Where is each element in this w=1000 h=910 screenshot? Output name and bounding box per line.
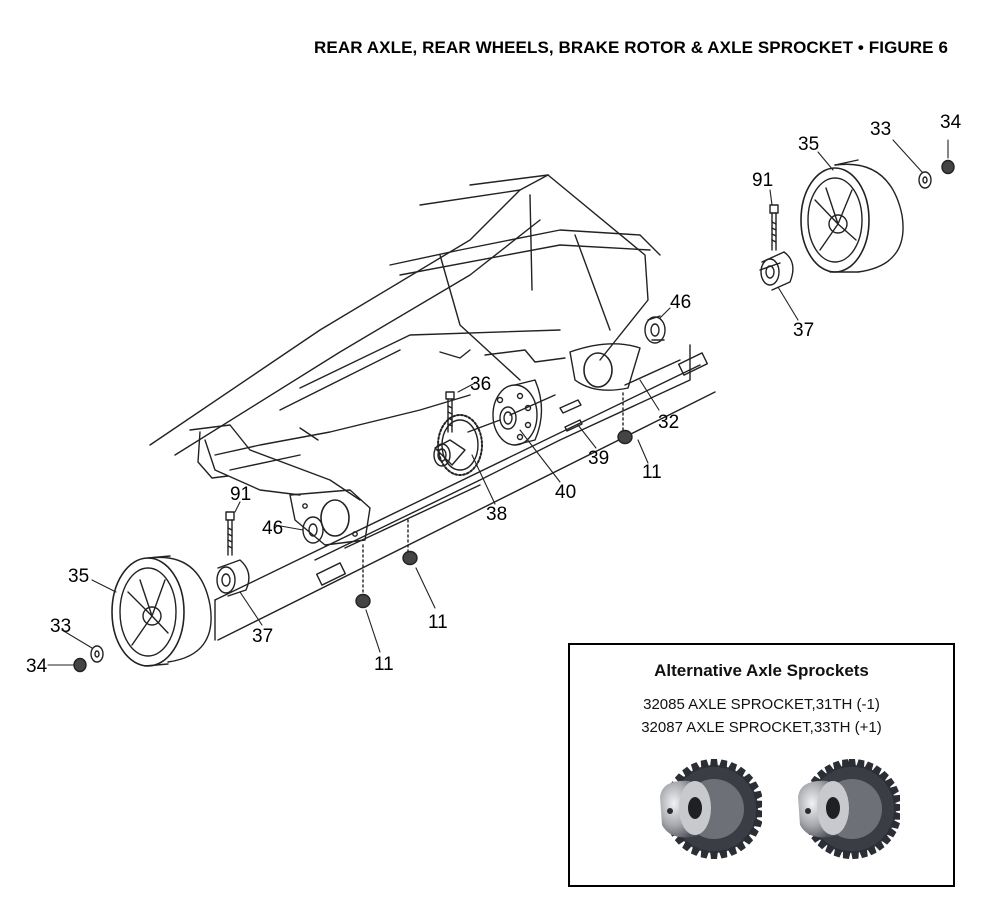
callout-39: 39 <box>588 448 609 469</box>
lock-nuts <box>355 429 633 609</box>
callout-35-right: 35 <box>798 134 819 155</box>
callout-46-right: 46 <box>670 292 691 313</box>
callout-labels: 34 33 35 91 37 46 36 32 39 11 40 38 91 4… <box>26 112 962 677</box>
sprocket-31th-photo <box>660 759 762 859</box>
sprocket-33th-photo <box>798 759 900 860</box>
callout-11-mid: 11 <box>428 612 448 633</box>
callout-33-left: 33 <box>50 616 71 637</box>
callout-35-left: 35 <box>68 566 89 587</box>
brake-hub <box>492 379 583 446</box>
alt-sprocket-31th: 32085 AXLE SPROCKET,31TH (-1) <box>643 696 880 713</box>
left-wheel <box>73 511 324 673</box>
callout-38: 38 <box>486 504 507 525</box>
figure-title: REAR AXLE, REAR WHEELS, BRAKE ROTOR & AX… <box>314 38 948 57</box>
callout-40: 40 <box>555 482 576 503</box>
alternative-sprockets-heading: Alternative Axle Sprockets <box>654 661 869 680</box>
callout-11-left: 11 <box>374 654 394 675</box>
callout-32: 32 <box>658 412 679 433</box>
callout-46-left: 46 <box>262 518 283 539</box>
callout-91-left: 91 <box>230 484 251 505</box>
kart-frame <box>149 174 661 546</box>
axle-sprocket <box>433 391 483 476</box>
callout-91-right: 91 <box>752 170 773 191</box>
alt-sprocket-33th: 32087 AXLE SPROCKET,33TH (+1) <box>641 719 882 736</box>
alternative-sprockets-panel: Alternative Axle Sprockets 32085 AXLE SP… <box>568 643 955 887</box>
rear-axle <box>214 262 781 641</box>
callout-34-left: 34 <box>26 656 48 677</box>
callout-37-right: 37 <box>793 320 814 341</box>
callout-34-top: 34 <box>940 112 962 133</box>
right-wheel <box>644 159 955 344</box>
callout-36: 36 <box>470 374 491 395</box>
leader-lines <box>47 139 949 666</box>
callout-33-top: 33 <box>870 119 891 140</box>
callout-11-right: 11 <box>642 462 662 483</box>
callout-37-left: 37 <box>252 626 273 647</box>
